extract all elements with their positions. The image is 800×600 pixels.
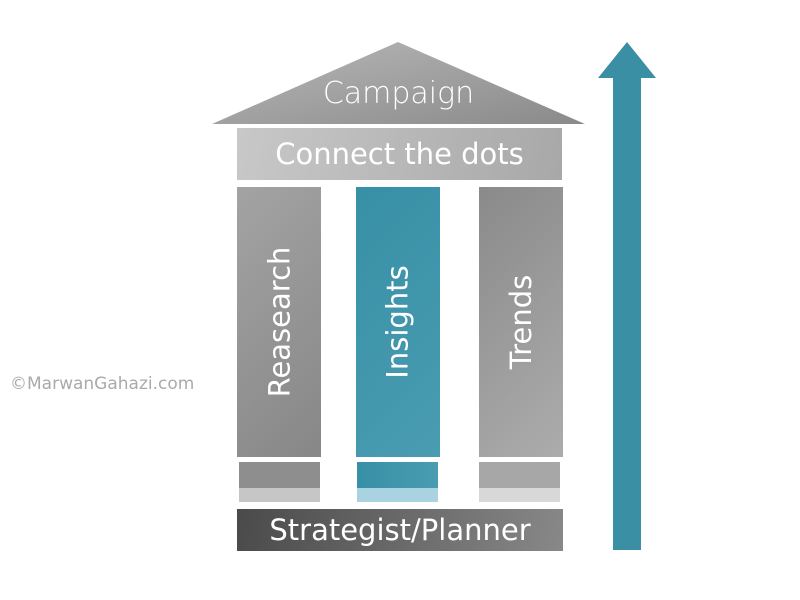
pillar-base-trends	[479, 462, 560, 488]
roof-label: Campaign	[322, 76, 475, 111]
beam-connect-the-dots: Connect the dots	[237, 128, 562, 180]
pillar-insights: Insights	[356, 187, 440, 457]
pillar-label: Reasearch	[262, 246, 297, 398]
pillar-plinth-insights	[357, 488, 438, 502]
pillar-plinth-research	[239, 488, 320, 502]
pillar-plinth-trends	[479, 488, 560, 502]
roof-triangle	[212, 42, 585, 124]
watermark: ©MarwanGahazi.com	[10, 374, 195, 394]
beam-label: Connect the dots	[275, 137, 524, 171]
pillar-label: Insights	[381, 265, 415, 379]
foundation-strategist-planner: Strategist/Planner	[237, 509, 563, 551]
pillar-trends: Trends	[479, 187, 563, 457]
pillar-research: Reasearch	[237, 187, 321, 457]
pillar-label: Trends	[504, 274, 539, 370]
pillar-base-insights	[357, 462, 438, 488]
foundation-label: Strategist/Planner	[269, 513, 531, 547]
up-arrow-icon	[598, 42, 656, 550]
pillar-base-research	[239, 462, 320, 488]
